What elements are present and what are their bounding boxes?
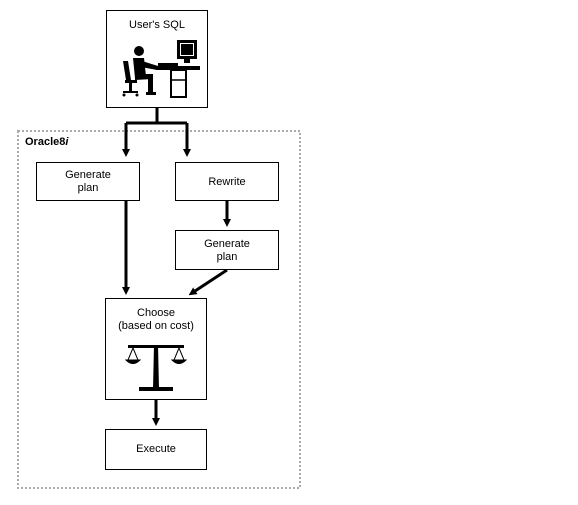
rewrite-box: Rewrite bbox=[175, 162, 279, 201]
choose-box: Choose (based on cost) bbox=[105, 298, 207, 400]
connector-user-to-branches bbox=[122, 107, 191, 157]
generate-plan-left-label: Generate plan bbox=[65, 169, 111, 194]
users-sql-label: User's SQL bbox=[129, 19, 185, 31]
balance-scale-icon bbox=[124, 345, 188, 391]
execute-box: Execute bbox=[105, 429, 207, 470]
execute-label: Execute bbox=[136, 443, 176, 455]
group-label-prefix: Oracle8 bbox=[25, 136, 66, 148]
choose-label: Choose (based on cost) bbox=[118, 307, 194, 332]
users-sql-box: User's SQL bbox=[106, 10, 208, 108]
oracle8i-group-border bbox=[17, 130, 301, 489]
generate-plan-left-box: Generate plan bbox=[36, 162, 140, 201]
generate-plan-right-box: Generate plan bbox=[175, 230, 279, 270]
oracle8i-group-label: Oracle8i bbox=[25, 136, 68, 148]
rewrite-label: Rewrite bbox=[208, 176, 246, 188]
group-label-suffix: i bbox=[65, 136, 69, 148]
connector-generate-right-to-choose bbox=[188, 268, 228, 296]
generate-plan-right-label: Generate plan bbox=[204, 238, 250, 263]
